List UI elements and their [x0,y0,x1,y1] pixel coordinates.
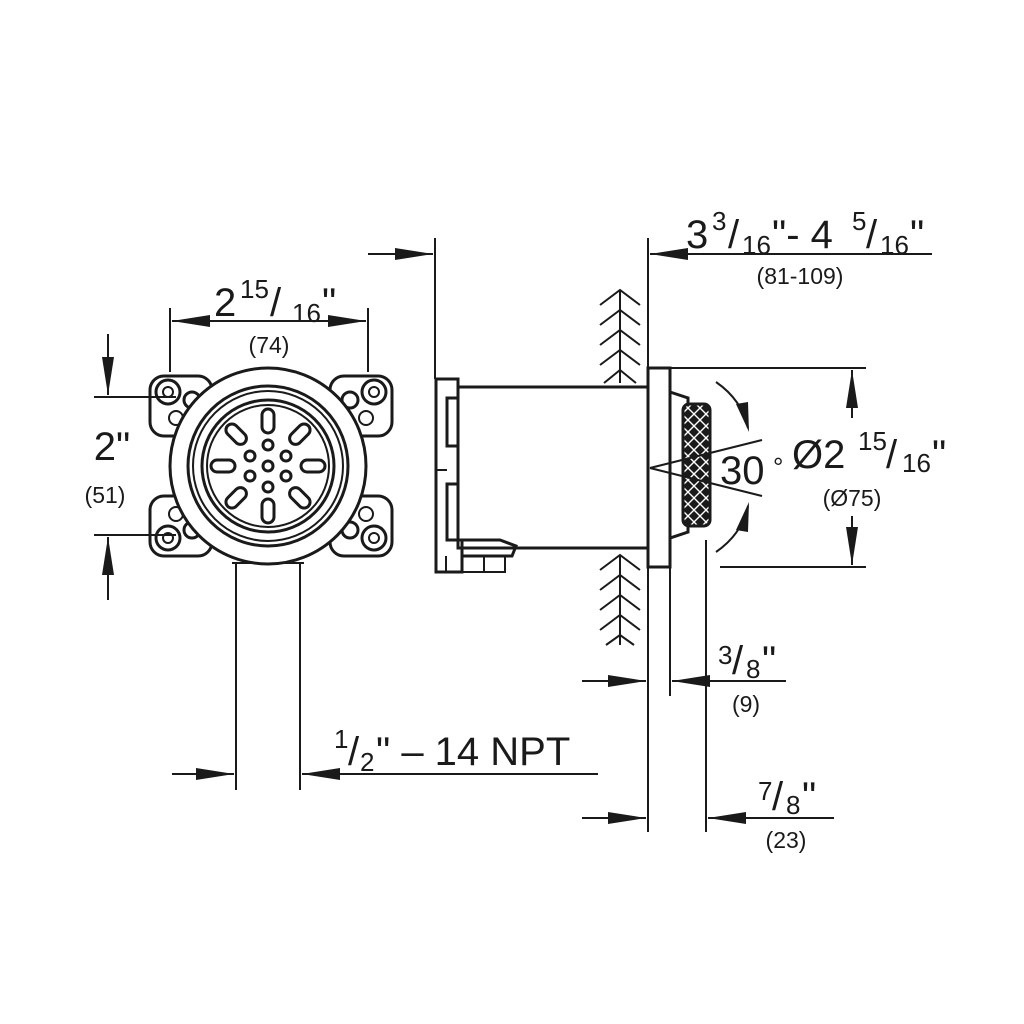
depth-metric: (81-109) [757,263,844,289]
thread-dim-denominator: 2 [360,747,374,777]
head-denominator: 8 [786,790,800,820]
flange-denominator: 8 [746,654,760,684]
spray-angle-indicator [649,381,763,553]
extension-lines [647,540,707,832]
flange-numerator: 3 [718,640,732,670]
head-numerator: 7 [758,776,772,806]
depth-whole-1: 3 [686,213,708,257]
depth-denominator-2: 16 [880,230,909,260]
diameter-metric: (Ø75) [823,485,882,511]
fraction-slash: / [728,213,740,257]
fraction-slash: / [866,213,878,257]
height-dimension [94,334,176,600]
width-dim-denominator: 16 [292,298,321,328]
depth-mid: "- 4 [772,213,833,257]
wall-hatching [599,288,649,650]
diameter-dimension [670,367,866,568]
head-unit: " [802,775,816,819]
head-dimension [582,812,834,824]
flange-unit: " [762,639,776,683]
side-view: 30 ° Ø2 15 / 16 " (Ø75) 3 3 / 16 "- [368,206,946,853]
width-dimension [169,308,369,372]
depth-range-dimension [368,238,932,379]
head-metric: (23) [766,827,807,853]
depth-numerator-1: 3 [712,206,726,236]
depth-unit: " [910,213,924,257]
valve-body-side [434,377,650,574]
fraction-slash: / [772,775,784,819]
angle-value: 30 [720,449,765,493]
diameter-numerator: 15 [858,426,887,456]
angle-unit: ° [773,452,783,482]
front-view: 2 15 / 16 " (74) 2" (51) 1 / 2 " – 14 NP… [85,274,598,790]
thread-dimension [172,768,598,780]
valve-body-circles [168,366,368,566]
flange-metric: (9) [732,691,760,717]
spray-nozzles [209,407,327,525]
thread-dim-text: " – 14 NPT [376,730,570,774]
depth-denominator-1: 16 [742,230,771,260]
flange-dimension [582,675,786,687]
width-dim-unit: " [322,281,336,325]
width-dim-numerator: 15 [240,274,269,304]
thread-dim-numerator: 1 [334,724,348,754]
height-dim-value: 2" [94,425,130,469]
diameter-unit: " [932,433,946,477]
fraction-slash: / [348,730,360,774]
fraction-slash: / [886,433,898,477]
diameter-prefix: Ø2 [792,433,845,477]
pipe-outline [232,562,304,790]
depth-numerator-2: 5 [852,206,866,236]
fraction-slash: / [732,639,744,683]
fraction-slash: / [270,281,282,325]
width-dim-metric: (74) [249,332,290,358]
diameter-denominator: 16 [902,448,931,478]
height-dim-metric: (51) [85,482,126,508]
width-dim-whole: 2 [214,281,236,325]
